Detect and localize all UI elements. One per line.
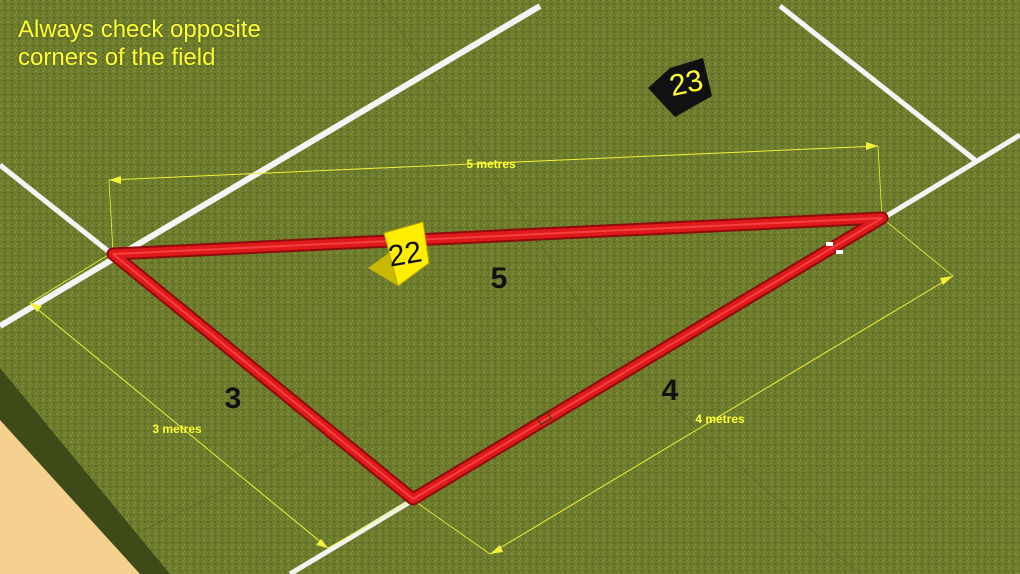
side-label-short: 3 [225, 382, 242, 415]
caption-text: Always check opposite corners of the fie… [18, 16, 261, 72]
dimension-label-long: 4 metres [695, 412, 745, 426]
dimension-label-short: 3 metres [152, 422, 202, 436]
side-label-hypotenuse: 5 [491, 262, 508, 295]
field-line-top-right [778, 4, 977, 162]
field-line-bottom [288, 497, 415, 574]
rope-stake-marker [826, 242, 833, 246]
caption-line-2: corners of the field [18, 44, 216, 71]
cone-marker-22-label: 22 [386, 235, 425, 273]
rope-stake-marker [836, 250, 843, 254]
cone-marker-23: 23 [648, 58, 712, 117]
dimension-lines [29, 142, 954, 555]
field-line-left [0, 163, 115, 257]
dimension-label-hyp: 5 metres [466, 157, 516, 171]
rope-stake-marker [536, 410, 552, 426]
field-lines [0, 3, 1020, 574]
side-label-long: 4 [662, 374, 679, 407]
cone-marker-23-label: 23 [667, 64, 707, 103]
sand-area [0, 420, 140, 574]
field-line-right [878, 132, 1020, 223]
field-line-long [0, 3, 542, 329]
cone-marker-22: 22 [368, 221, 430, 287]
rope-triangle [106, 211, 889, 506]
caption-line-1: Always check opposite [18, 16, 261, 43]
